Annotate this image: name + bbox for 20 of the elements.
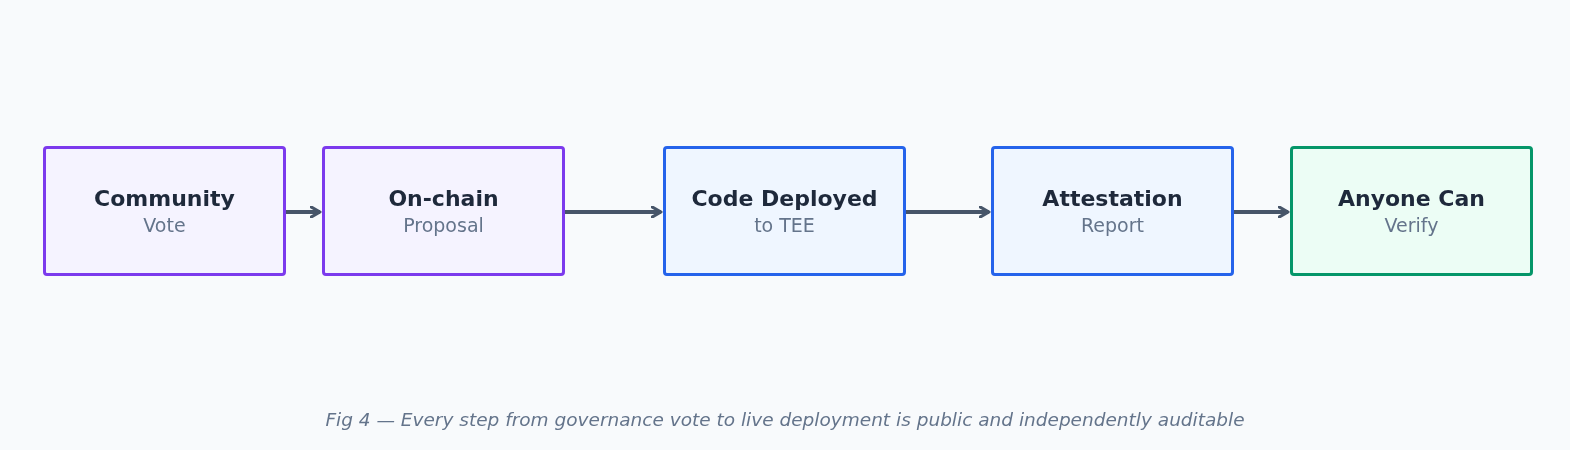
box-subtitle: Vote (143, 213, 186, 237)
box-subtitle: Verify (1384, 213, 1439, 237)
box-subtitle: Proposal (403, 213, 484, 237)
box-title: Attestation (1042, 185, 1183, 213)
box-subtitle: to TEE (754, 213, 815, 237)
arrow (1234, 205, 1290, 219)
process-box (1290, 146, 1533, 276)
box-title: On-chain (388, 185, 499, 213)
box-title: Code Deployed (691, 185, 878, 213)
arrow (565, 205, 663, 219)
process-box (991, 146, 1234, 276)
process-box (43, 146, 286, 276)
arrow (286, 205, 322, 219)
process-box (322, 146, 565, 276)
figure-caption: Fig 4 — Every step from governance vote to live deployment is public and independently auditable (325, 409, 1245, 430)
box-title: Anyone Can (1337, 185, 1485, 213)
box-title: Community (94, 185, 235, 213)
arrow (906, 205, 991, 219)
process-box (663, 146, 906, 276)
box-subtitle: Report (1081, 213, 1144, 237)
